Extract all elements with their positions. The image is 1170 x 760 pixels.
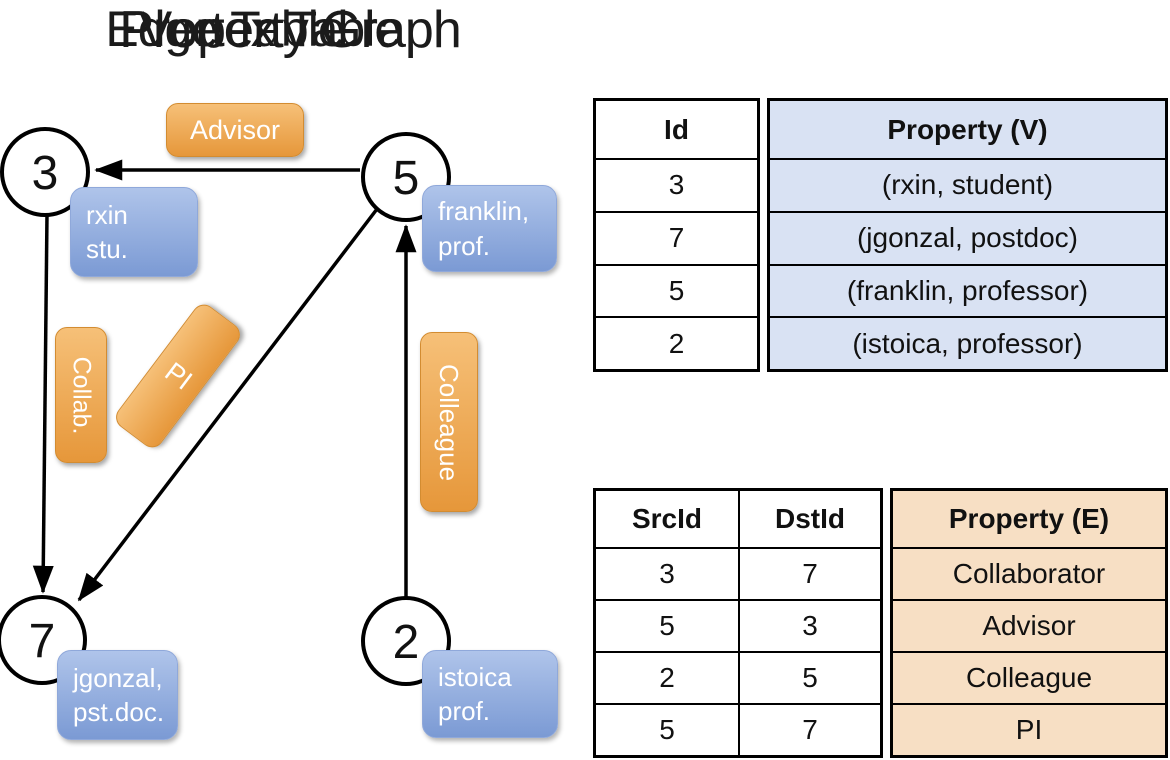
vertex-table-property-header: Property (V) [770,101,1165,158]
edge-table-dstid-cell: 3 [738,599,880,651]
vertex-property-line: jgonzal, [73,662,163,693]
edge-label-text: Advisor [189,114,281,145]
edge-pi-5-to-7 [77,207,379,602]
edge-label-advisor: Advisor [166,103,304,157]
edge-table-srcid-cell: 5 [596,703,738,755]
edge-table-title: Edge Table [105,1,345,57]
vertex-property-box-7: jgonzal, pst.doc. [57,650,178,740]
edge-label-text: Collab. [67,356,96,434]
edge-table-srcid-cell: 5 [596,599,738,651]
vertex-property-box-3: rxin stu. [70,187,198,277]
edge-table-dstid-header: DstId [738,491,880,547]
vertex-table-id-cell: 7 [596,210,757,264]
vertex-property-line: prof. [438,230,491,261]
vertex-table-property-column: Property (V) (rxin, student) (jgonzal, p… [767,98,1168,372]
edge-collaborator-3-to-7 [32,213,54,594]
vertex-table-property-cell: (rxin, student) [770,158,1165,211]
vertex-id-2: 2 [393,616,420,669]
vertex-property-line: franklin, [438,196,530,227]
edge-table-property-column: Property (E) Collaborator Advisor Collea… [890,488,1168,758]
edge-label-collab: Collab. [55,327,107,463]
vertex-table-property-cell: (jgonzal, postdoc) [770,210,1165,264]
edge-table-srcid-cell: 3 [596,547,738,599]
vertex-property-line: prof. [438,696,491,726]
vertex-property-box-2: istoica prof. [422,650,558,738]
edge-table-dstid-cell: 7 [738,547,880,599]
vertex-table-id-cell: 2 [596,316,757,369]
edge-table-property-cell: Colleague [893,651,1165,703]
vertex-table-id-header: Id [664,113,689,145]
vertex-table-title: Vertex Table [138,1,402,57]
vertex-property-line: rxin [86,199,128,230]
vertex-property-line: stu. [86,234,128,264]
edge-table-property-cell: Advisor [893,599,1165,651]
edge-table-property-cell: PI [893,703,1165,755]
property-graph-title: Property Graph [119,1,462,59]
edge-table-dstid-cell: 5 [738,651,880,703]
edge-label-colleague: Colleague [420,332,478,512]
edge-table-property-header: Property (E) [893,491,1165,547]
vertex-table-property-cell: (istoica, professor) [770,316,1165,369]
vertex-table-id-column: Id 3 7 5 2 [593,98,760,372]
vertex-table-id-cell: 3 [596,158,757,211]
edge-table-property-cell: Collaborator [893,547,1165,599]
edge-label-text: PI [159,355,198,396]
property-graph-diagram: 3 5 7 2 rxin stu. franklin, prof. jgonza… [0,0,580,760]
vertex-property-box-5: franklin, prof. [422,185,557,272]
vertex-id-3: 3 [32,147,59,200]
edge-table-dstid-cell: 7 [738,703,880,755]
edge-table-srcid-cell: 2 [596,651,738,703]
edge-label-text: Colleague [434,363,465,481]
vertex-table-id-cell: 5 [596,263,757,317]
edge-table-srcid-header: SrcId [631,503,703,534]
vertex-id-5: 5 [393,152,420,205]
vertex-property-line: istoica [438,661,512,692]
vertex-circle-3 [0,127,90,217]
vertex-table-property-cell: (franklin, professor) [770,263,1165,317]
vertex-id-7: 7 [29,615,56,668]
edge-table-id-columns: SrcId DstId 3 7 5 3 2 5 5 7 [593,488,883,758]
vertex-property-line: pst.doc. [73,697,165,727]
